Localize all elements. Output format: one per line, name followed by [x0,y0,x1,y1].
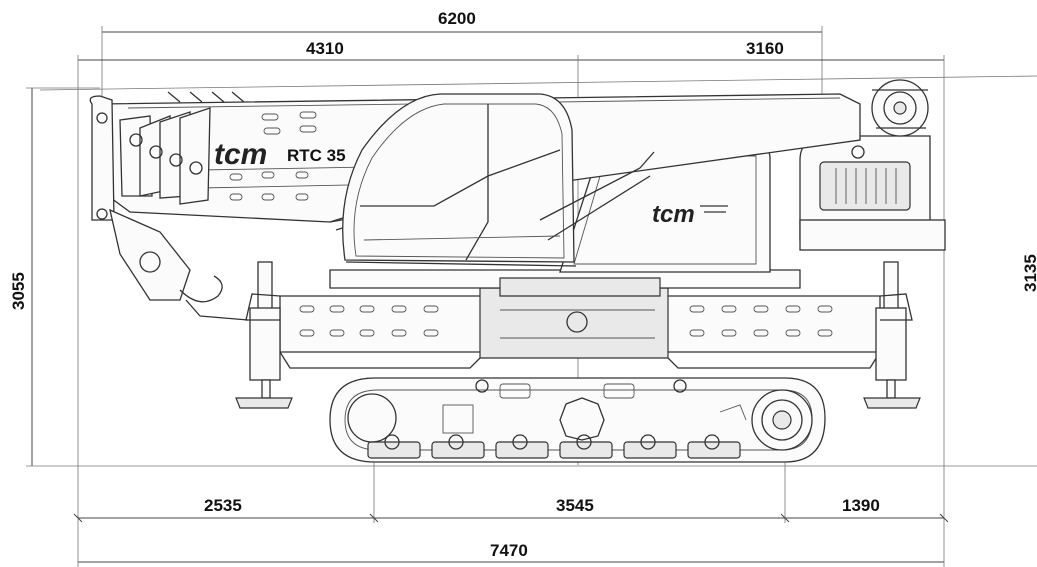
left-outrigger-jack [235,261,293,409]
housing-logo: tcm [652,201,695,228]
rear-engine-module [799,79,946,251]
boom-model-label: RTC 35 [287,146,346,165]
dim-track-length: 3545 [556,496,594,515]
engine-housing: tcm [559,147,771,273]
track-pads [367,441,741,459]
dim-overall-length: 7470 [490,541,528,560]
crawler-track [329,377,826,463]
boom-tip [89,95,249,321]
boom-logo: tcm [214,138,267,171]
boom-head-sheaves [119,91,245,205]
boom-slots [229,111,317,201]
dim-boom-front: 4310 [306,39,344,58]
right-outrigger-jack [863,261,921,409]
drive-sprocket [751,389,813,451]
dim-boom-rear: 3160 [746,39,784,58]
dim-front-overhang: 2535 [204,496,242,515]
dim-height-right: 3135 [1021,254,1037,292]
radiator-grille [835,168,897,204]
outrigger-slots [299,305,833,337]
turntable [329,269,801,297]
operator-cabin [342,93,655,267]
track-rollers [384,379,720,450]
dim-top-span: 6200 [438,9,476,28]
outriggers [235,261,921,409]
dim-rear-overhang: 1390 [842,496,880,515]
front-idler [347,393,397,443]
dimension-labels: 6200 4310 3160 3055 3135 2535 3545 1390 … [9,9,1037,560]
dim-height-left: 3055 [9,272,28,310]
